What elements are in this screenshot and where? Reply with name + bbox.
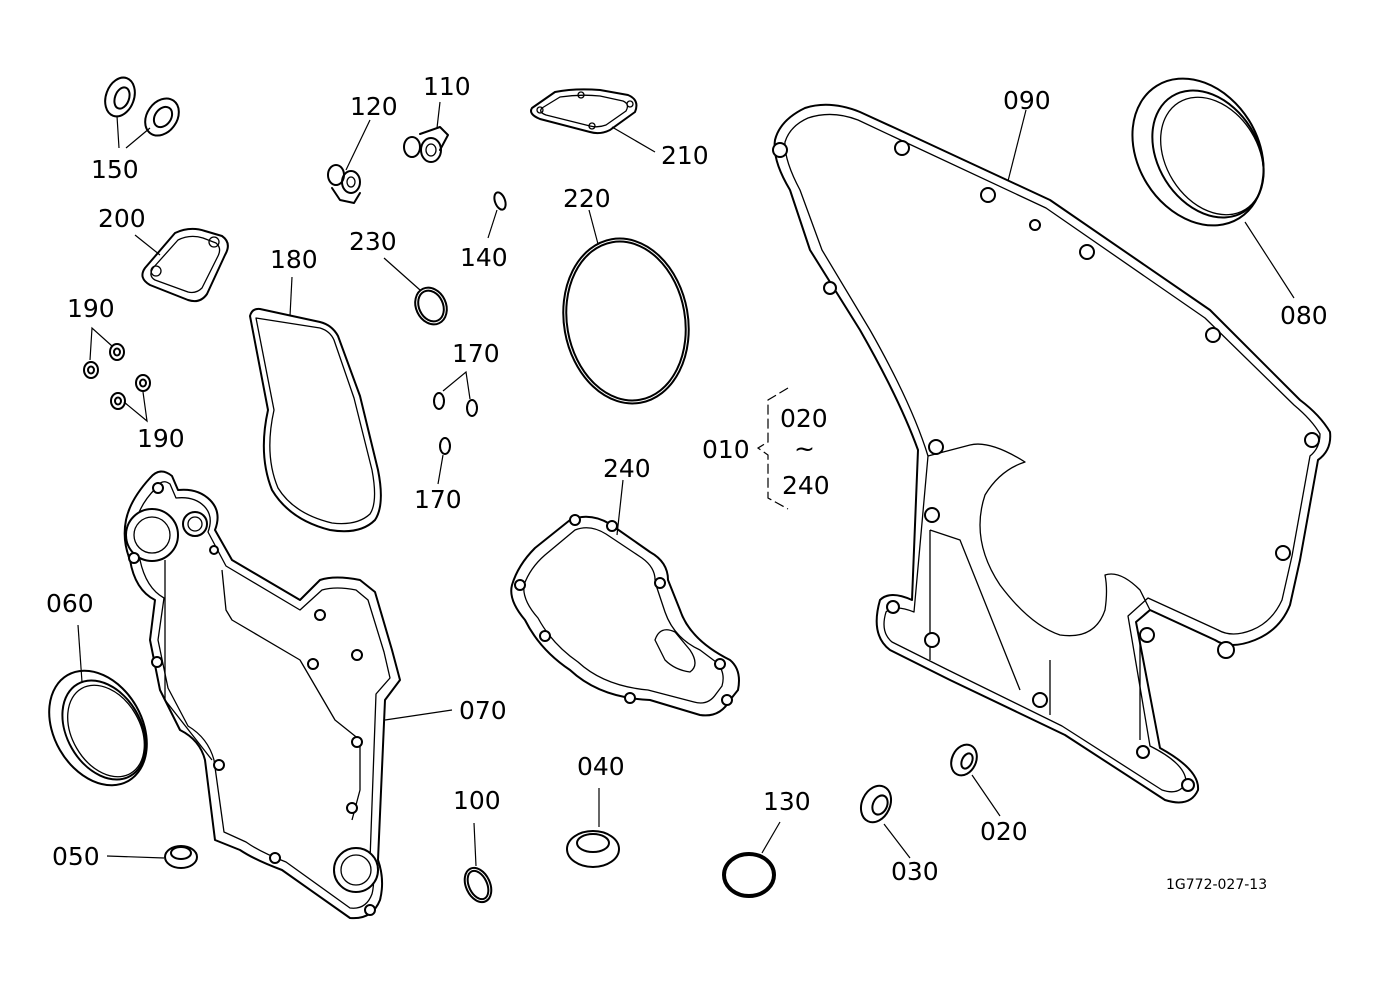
label-240-range: 240	[782, 471, 830, 500]
gasket-070	[123, 470, 453, 920]
oring-140	[487, 191, 507, 239]
label-110: 110	[423, 72, 471, 101]
gasket-090	[772, 103, 1332, 804]
label-range-tilde: ~	[794, 434, 815, 463]
fitting-120	[327, 119, 371, 204]
drawing-reference: 1G772-027-13	[1166, 877, 1268, 893]
label-120: 120	[350, 92, 398, 121]
seal-030	[859, 784, 911, 859]
label-140: 140	[460, 243, 508, 272]
seal-080	[1131, 77, 1295, 299]
seal-050	[106, 845, 198, 869]
oring-220	[562, 209, 690, 405]
seal-040	[566, 788, 620, 868]
gasket-180	[249, 276, 382, 533]
oring-100	[463, 822, 493, 904]
label-070: 070	[459, 696, 507, 725]
label-010: 010	[702, 435, 750, 464]
gasket-240	[510, 479, 740, 717]
label-230: 230	[349, 227, 397, 256]
label-220: 220	[563, 184, 611, 213]
oring-230	[383, 257, 448, 326]
label-020-range: 020	[780, 404, 828, 433]
label-030: 030	[891, 857, 939, 886]
gasket-200	[134, 227, 229, 303]
seal-150-pair	[104, 76, 180, 149]
label-090: 090	[1003, 86, 1051, 115]
label-190-top: 190	[67, 294, 115, 323]
label-170-top: 170	[452, 339, 500, 368]
label-200: 200	[98, 204, 146, 233]
fitting-110	[403, 101, 449, 163]
label-080: 080	[1280, 301, 1328, 330]
label-170-bottom: 170	[414, 485, 462, 514]
assembly-bracket-010	[756, 387, 789, 510]
seal-060	[48, 624, 148, 787]
label-240: 240	[603, 454, 651, 483]
label-050: 050	[52, 842, 100, 871]
seal-020	[950, 743, 1001, 817]
label-020: 020	[980, 817, 1028, 846]
label-040: 040	[577, 752, 625, 781]
label-150: 150	[91, 155, 139, 184]
label-210: 210	[661, 141, 709, 170]
gasket-210	[530, 88, 656, 153]
label-130: 130	[763, 787, 811, 816]
label-190-bottom: 190	[137, 424, 185, 453]
washers-190	[83, 326, 151, 423]
label-100: 100	[453, 786, 501, 815]
oring-130	[722, 821, 781, 898]
label-180: 180	[270, 245, 318, 274]
label-060: 060	[46, 589, 94, 618]
orings-170	[433, 370, 478, 485]
